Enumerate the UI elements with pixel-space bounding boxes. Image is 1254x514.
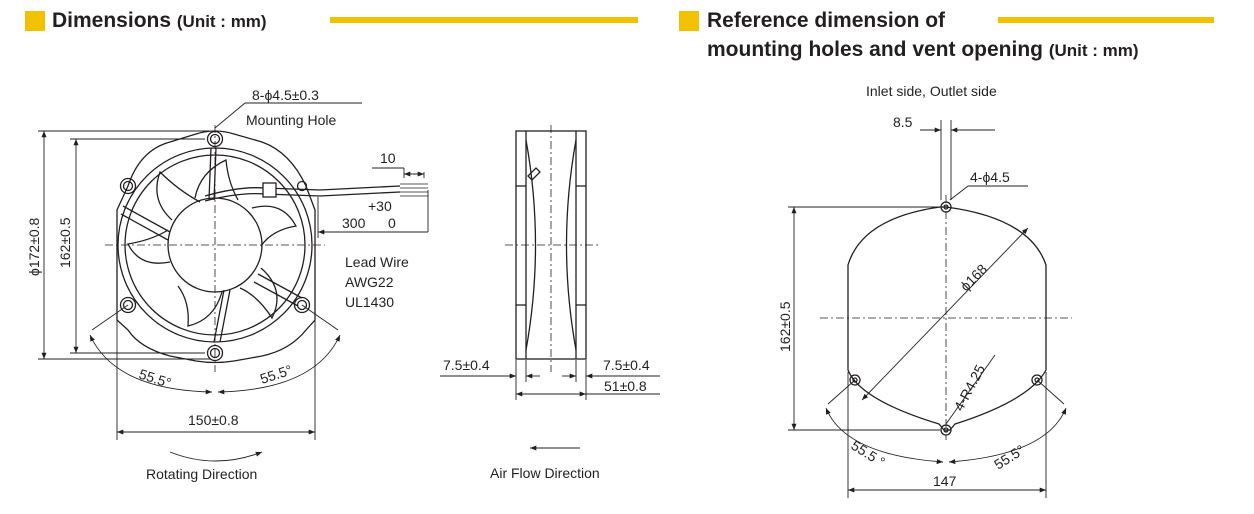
inlet-outlet-label: Inlet side, Outlet side xyxy=(866,83,997,99)
air-flow-direction-label: Air Flow Direction xyxy=(490,465,600,481)
vent-diameter-label: ϕ168 xyxy=(957,261,991,295)
left-unit-text: (Unit : mm) xyxy=(176,12,267,31)
awg-label: AWG22 xyxy=(345,274,394,290)
plate-hole-pitch-label: 162±0.5 xyxy=(777,301,793,352)
corner-radius-label: 4-R4.25 xyxy=(951,362,989,414)
lead-wire-label: Lead Wire xyxy=(345,254,409,270)
hole-spec-label: 8-ϕ4.5±0.3 xyxy=(252,87,319,103)
plate-angle-right-label: 55.5° xyxy=(991,442,1027,473)
flange-right-label: 7.5±0.4 xyxy=(603,357,650,373)
mounting-plate xyxy=(847,201,1047,436)
angle-left-label: 55.5° xyxy=(137,366,173,391)
left-title-text: Dimensions xyxy=(52,9,172,32)
left-header-rule xyxy=(330,17,638,23)
left-header-title: Dimensions (Unit : mm) xyxy=(52,7,267,35)
fan-center-lines xyxy=(105,125,325,372)
right-header-rule xyxy=(998,17,1214,23)
plate-angle-left-label: 55.5 ° xyxy=(848,437,888,470)
wire-length-tolerance-zero: 0 xyxy=(388,215,396,231)
front-dimensions xyxy=(38,102,429,462)
right-header-marker xyxy=(679,11,699,31)
rotating-direction-label: Rotating Direction xyxy=(146,466,257,482)
ul-label: UL1430 xyxy=(345,294,394,310)
holes-spec-label: 4-ϕ4.5 xyxy=(970,169,1010,185)
angle-right-label: 55.5° xyxy=(258,361,294,386)
right-title2-text: mounting holes and vent opening xyxy=(707,38,1043,61)
right-unit-text: (Unit : mm) xyxy=(1048,41,1139,60)
wire-length-label: 300 xyxy=(342,215,366,231)
plate-dimensions xyxy=(788,120,1067,498)
left-header-marker xyxy=(25,11,45,31)
right-header-title-line1: Reference dimension of xyxy=(707,9,946,32)
wire-length-tolerance-plus: +30 xyxy=(368,198,392,214)
plate-width-label: 147 xyxy=(933,473,957,489)
hole-pitch-horizontal-label: 150±0.8 xyxy=(188,412,239,428)
offset-label: 8.5 xyxy=(893,114,913,130)
mounting-hole-label: Mounting Hole xyxy=(246,112,336,128)
hole-pitch-vertical-label: 162±0.5 xyxy=(57,217,73,268)
wire-strip-length-label: 10 xyxy=(380,150,396,166)
outer-diameter-label: ϕ172±0.8 xyxy=(26,217,42,276)
right-header-title-line2: mounting holes and vent opening (Unit : … xyxy=(707,36,1139,64)
flange-left-label: 7.5±0.4 xyxy=(443,357,490,373)
depth-label: 51±0.8 xyxy=(604,378,647,394)
side-dimensions xyxy=(440,360,660,451)
